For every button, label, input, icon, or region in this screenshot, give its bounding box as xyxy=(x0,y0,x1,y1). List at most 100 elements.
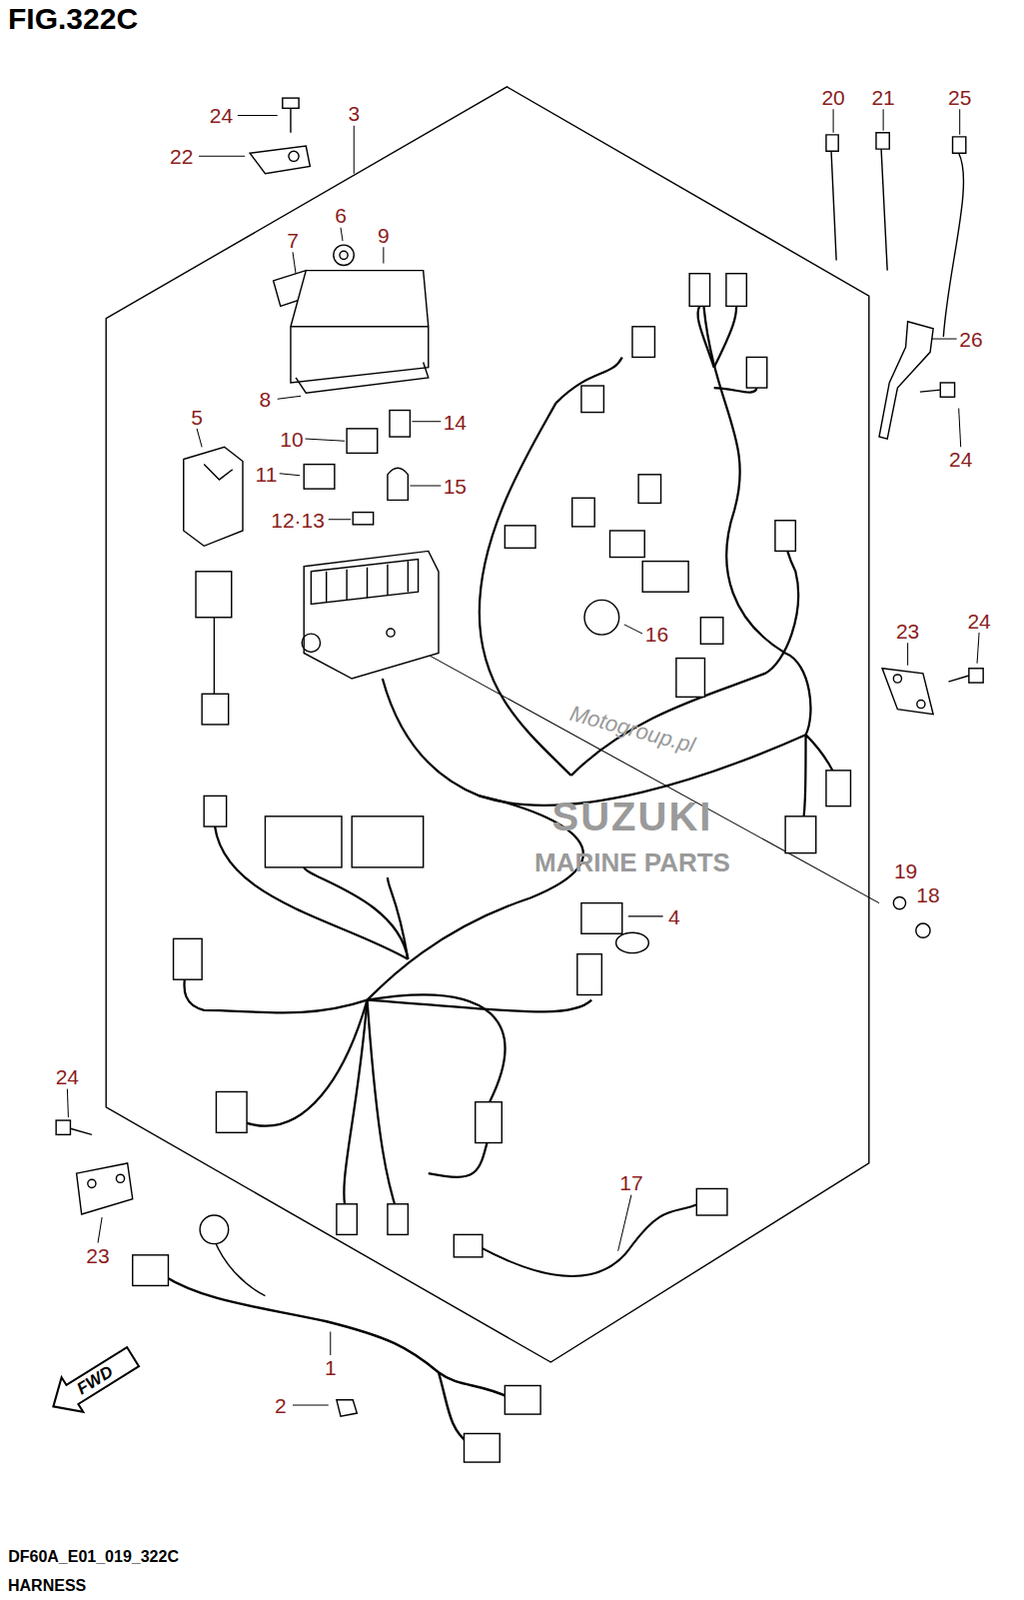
drawing-line xyxy=(387,467,408,500)
drawing-line xyxy=(340,227,343,241)
drawing-line xyxy=(183,979,367,1013)
drawing-line xyxy=(326,561,409,603)
callout-number: 22 xyxy=(167,145,195,167)
drawing-line xyxy=(726,273,747,307)
watermark: SUZUKI xyxy=(552,796,714,837)
drawing-line xyxy=(367,994,506,1101)
drawing-line xyxy=(352,512,373,525)
drawing-line xyxy=(959,108,961,135)
callout-number: 16 xyxy=(643,623,671,645)
drawing-line xyxy=(203,795,226,827)
callout-number: 14 xyxy=(441,410,469,432)
drawing-line xyxy=(618,1194,632,1251)
drawing-line xyxy=(66,1087,68,1117)
drawing-line xyxy=(920,389,941,392)
drawing-line xyxy=(581,903,623,935)
drawing-line xyxy=(893,896,906,909)
drawing-line xyxy=(351,816,423,868)
drawing-line xyxy=(386,628,395,637)
drawing-line xyxy=(42,1338,144,1423)
callout-number: 10 xyxy=(277,428,305,450)
drawing-line xyxy=(295,362,429,394)
callout-number: 9 xyxy=(375,223,392,245)
drawing-line xyxy=(310,559,418,605)
drawing-line xyxy=(883,108,885,130)
drawing-line xyxy=(504,525,536,548)
parts xyxy=(42,86,985,1462)
drawing-line xyxy=(775,520,796,552)
drawing-line xyxy=(584,599,620,635)
drawing-line xyxy=(916,923,931,938)
drawing-line xyxy=(948,675,969,682)
drawing-line xyxy=(700,617,723,645)
drawing-line xyxy=(826,770,852,807)
callout-number: 7 xyxy=(284,228,301,250)
drawing-line xyxy=(76,1162,133,1214)
callout-number: 24 xyxy=(965,609,993,631)
figure-title: FIG.322C xyxy=(7,3,138,34)
drawing-line xyxy=(198,155,245,157)
drawing-line xyxy=(411,420,442,422)
drawing-line xyxy=(215,1090,247,1132)
drawing-line xyxy=(69,1127,91,1134)
drawing-line xyxy=(879,321,934,439)
drawing-line xyxy=(55,1119,70,1134)
drawing-line xyxy=(290,270,429,383)
drawing-line xyxy=(339,250,348,259)
drawing-line xyxy=(464,1432,501,1462)
drawing-line xyxy=(382,305,812,805)
drawing-line xyxy=(173,273,852,1235)
drawing-line xyxy=(977,632,980,664)
drawing-line xyxy=(624,624,643,634)
callout-number: 24 xyxy=(53,1065,81,1087)
drawing-line xyxy=(638,474,661,504)
drawing-line xyxy=(581,385,604,413)
drawing-line xyxy=(907,642,909,665)
drawing-line xyxy=(504,1385,541,1415)
drawing-line xyxy=(264,816,342,868)
drawing-line xyxy=(303,464,335,490)
callout-number: 24 xyxy=(207,104,235,126)
drawing-line xyxy=(162,1274,510,1443)
drawing-line xyxy=(346,428,378,454)
drawing-line xyxy=(833,108,835,132)
drawing-line xyxy=(132,1254,169,1286)
drawing-line xyxy=(301,633,320,652)
drawing-line xyxy=(628,915,664,917)
callout-number: 2 xyxy=(272,1393,289,1415)
drawing-line xyxy=(389,410,410,438)
callout-number: 25 xyxy=(946,85,974,107)
drawing-line xyxy=(453,1233,483,1256)
drawing-line xyxy=(87,1178,96,1187)
drawing-line xyxy=(785,816,817,854)
drawing-line xyxy=(196,428,202,447)
drawing-line xyxy=(882,668,934,715)
callout-number: 5 xyxy=(188,405,205,427)
drawing-line xyxy=(66,108,980,1405)
drawing-line xyxy=(336,1203,357,1235)
drawing-line xyxy=(277,395,301,399)
callout-number: 24 xyxy=(947,448,975,470)
callout-number: 1 xyxy=(322,1356,339,1378)
drawing-line xyxy=(203,464,233,480)
callout-number: 3 xyxy=(345,102,362,124)
drawing-line xyxy=(328,518,351,520)
callout-number: 19 xyxy=(892,859,920,881)
drawing-line xyxy=(826,134,839,261)
callout-number: 6 xyxy=(332,204,349,226)
drawing-line xyxy=(382,246,384,263)
drawing-line xyxy=(105,86,870,1362)
drawing-line xyxy=(391,634,880,904)
drawing-line xyxy=(353,125,355,174)
callout-number: 15 xyxy=(441,475,469,497)
drawing-line xyxy=(959,407,962,447)
drawing-line xyxy=(642,561,689,593)
drawing-line xyxy=(577,954,603,996)
watermark: Motogroup.pl xyxy=(567,702,698,757)
drawing-line xyxy=(479,402,572,776)
drawing-line xyxy=(290,325,429,327)
drawing-line xyxy=(213,1239,265,1296)
drawing-line xyxy=(387,1203,408,1235)
callout-number: 23 xyxy=(894,620,922,642)
